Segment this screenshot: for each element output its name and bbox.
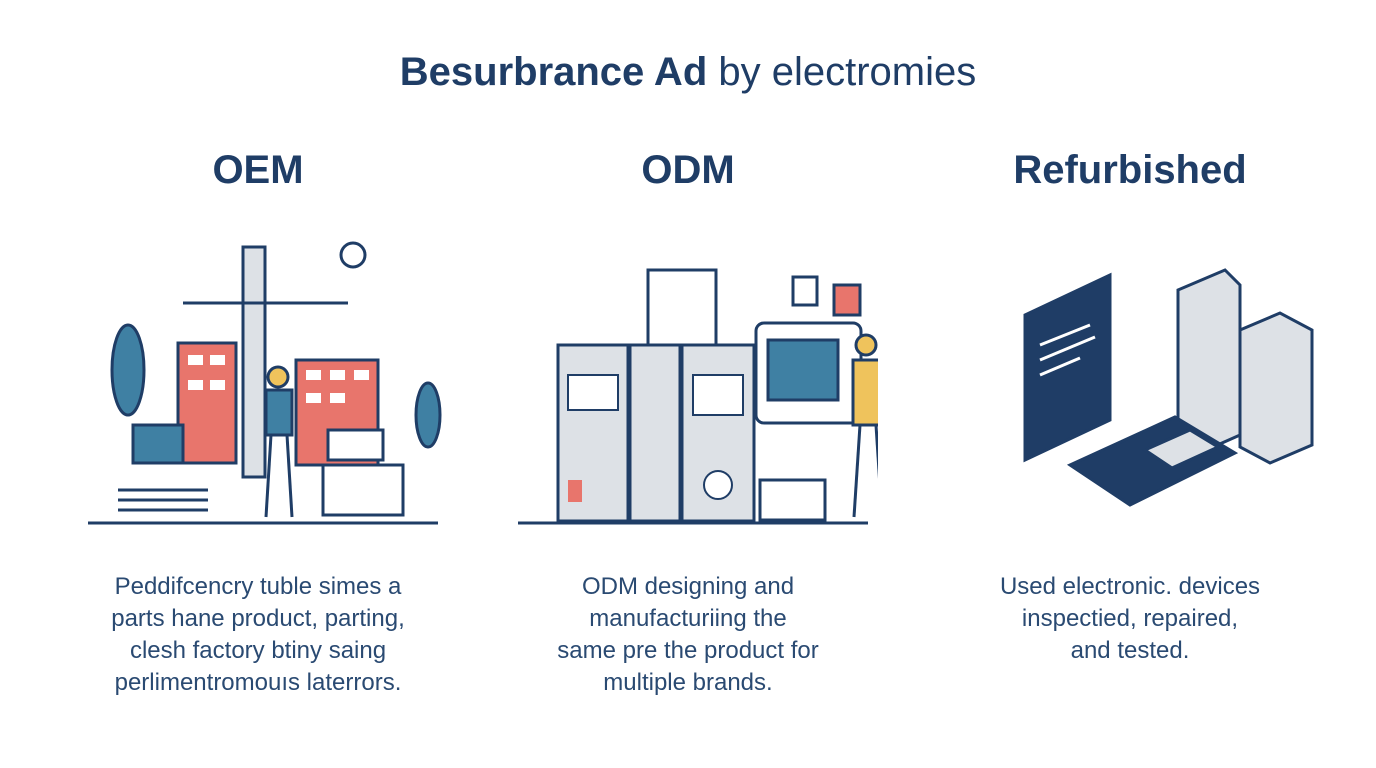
desc-line: Peddifcencry tuble simes a [114,573,402,600]
machines-illustration-icon [518,268,878,525]
devices-illustration-icon [1023,268,1314,507]
heading-refurbished: Refurbished [1013,148,1247,192]
page-title: Besurbrance Ad by electromies [0,50,1376,95]
desc-line: and tested. [1070,637,1190,664]
desc-line: manufacturiing the [589,605,787,632]
desc-line: perlimentromouıs laterrors. [114,669,402,696]
desc-line: same pre the product for [557,637,819,664]
heading-odm: ODM [641,148,735,192]
title-regular: by electromies [718,50,977,94]
heading-oem: OEM [212,148,304,192]
description-odm: ODM designing and manufacturiing the sam… [468,571,908,699]
factory-illustration-icon [88,241,442,525]
title-bold: Besurbrance Ad [399,50,708,94]
desc-line: Used electronic. devices [999,573,1261,600]
description-refurbished: Used electronic. devices inspectied, rep… [910,571,1350,667]
desc-line: clesh factory btiny saing [129,637,387,664]
desc-line: ODM designing and [581,573,795,600]
description-oem: Peddifcencry tuble simes a parts hane pr… [38,571,478,699]
desc-line: parts hane product, parting, [111,605,405,632]
desc-line: multiple brands. [603,669,773,696]
desc-line: inspectied, repaired, [1021,605,1239,632]
